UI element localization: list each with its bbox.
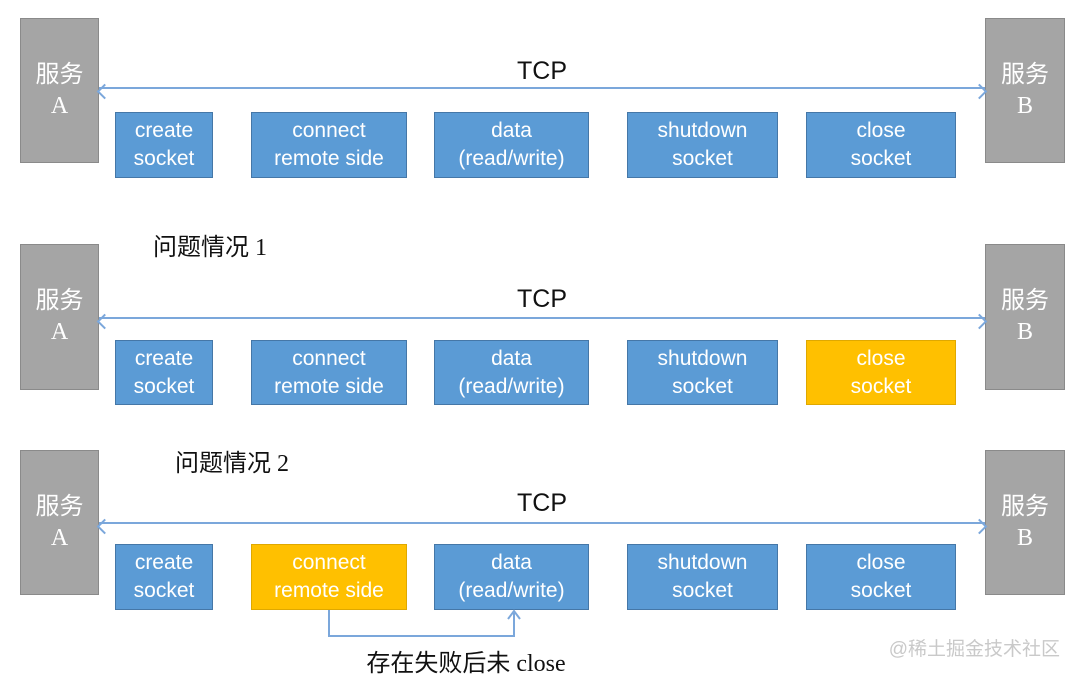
service-a-box-row1: 服务 A xyxy=(20,18,99,163)
step-data-read-write-row3: data (read/write) xyxy=(434,544,589,610)
step-label: remote side xyxy=(274,374,384,398)
step-close-socket-row3: close socket xyxy=(806,544,956,610)
tcp-double-arrow-row1 xyxy=(99,87,985,89)
step-label: create xyxy=(134,551,194,574)
step-label: (read/write) xyxy=(458,147,565,170)
step-connect-remote-side-row1: connect remote side xyxy=(251,112,407,178)
step-label: shutdown xyxy=(657,119,748,142)
step-label: socket xyxy=(672,579,733,602)
tcp-double-arrow-row3 xyxy=(99,522,985,524)
tcp-label-row3: TCP xyxy=(517,489,567,517)
problem-case-2-title: 问题情况 2 xyxy=(175,451,289,477)
step-label: connect xyxy=(292,119,366,142)
tcp-label-row1: TCP xyxy=(517,57,567,85)
step-connect-remote-side-row3-highlighted: connect remote side xyxy=(251,544,407,610)
tcp-label-row2: TCP xyxy=(517,285,567,313)
step-label: data xyxy=(491,119,532,142)
step-label: remote side xyxy=(274,579,384,602)
service-a-label: 服务 xyxy=(35,61,84,88)
service-a-label: 服务 xyxy=(35,493,84,520)
step-label: shutdown xyxy=(657,551,748,574)
step-shutdown-socket-row3: shutdown socket xyxy=(627,544,778,610)
step-label: (read/write) xyxy=(458,374,565,398)
step-label: close xyxy=(856,346,906,370)
service-a-letter: A xyxy=(50,319,69,345)
step-label: socket xyxy=(850,147,912,170)
step-label: close xyxy=(856,551,906,574)
failure-note: 存在失败后未 close xyxy=(366,651,566,677)
step-label: connect xyxy=(292,346,366,370)
service-a-box-row2: 服务 A xyxy=(20,244,99,390)
step-label: (read/write) xyxy=(458,579,565,602)
service-a-label: 服务 xyxy=(35,288,84,314)
service-b-label: 服务 xyxy=(1001,288,1049,314)
step-data-read-write-row1: data (read/write) xyxy=(434,112,589,178)
step-create-socket-row2: create socket xyxy=(115,340,213,405)
service-b-letter: B xyxy=(1016,524,1033,551)
step-label: connect xyxy=(292,551,366,574)
service-b-box-row3: 服务 B xyxy=(985,450,1065,595)
step-close-socket-row1: close socket xyxy=(806,112,956,178)
problem-case-1-title: 问题情况 1 xyxy=(153,235,267,261)
service-b-letter: B xyxy=(1016,319,1033,345)
step-label: socket xyxy=(850,579,912,602)
step-label: socket xyxy=(850,374,912,398)
step-label: close xyxy=(856,119,906,142)
step-label: data xyxy=(491,551,532,574)
step-label: socket xyxy=(133,147,195,170)
step-shutdown-socket-row2: shutdown socket xyxy=(627,340,778,405)
tcp-double-arrow-row2 xyxy=(99,317,985,319)
step-label: socket xyxy=(133,579,195,602)
service-b-letter: B xyxy=(1016,92,1033,119)
failure-connector-arrow xyxy=(328,609,521,637)
service-a-box-row3: 服务 A xyxy=(20,450,99,595)
step-label: data xyxy=(491,346,532,370)
watermark: @稀土掘金技术社区 xyxy=(888,639,1060,660)
service-a-letter: A xyxy=(50,524,69,551)
step-create-socket-row3: create socket xyxy=(115,544,213,610)
step-connect-remote-side-row2: connect remote side xyxy=(251,340,407,405)
step-create-socket-row1: create socket xyxy=(115,112,213,178)
service-b-label: 服务 xyxy=(1001,493,1049,520)
step-close-socket-row2-highlighted: close socket xyxy=(806,340,956,405)
step-label: socket xyxy=(672,374,733,398)
step-label: create xyxy=(134,119,194,142)
service-b-box-row1: 服务 B xyxy=(985,18,1065,163)
service-a-letter: A xyxy=(50,92,69,119)
step-label: create xyxy=(134,346,194,370)
step-label: socket xyxy=(672,147,733,170)
step-label: shutdown xyxy=(657,346,748,370)
step-data-read-write-row2: data (read/write) xyxy=(434,340,589,405)
step-shutdown-socket-row1: shutdown socket xyxy=(627,112,778,178)
service-b-label: 服务 xyxy=(1001,61,1049,88)
step-label: remote side xyxy=(274,147,384,170)
step-label: socket xyxy=(133,374,195,398)
service-b-box-row2: 服务 B xyxy=(985,244,1065,390)
